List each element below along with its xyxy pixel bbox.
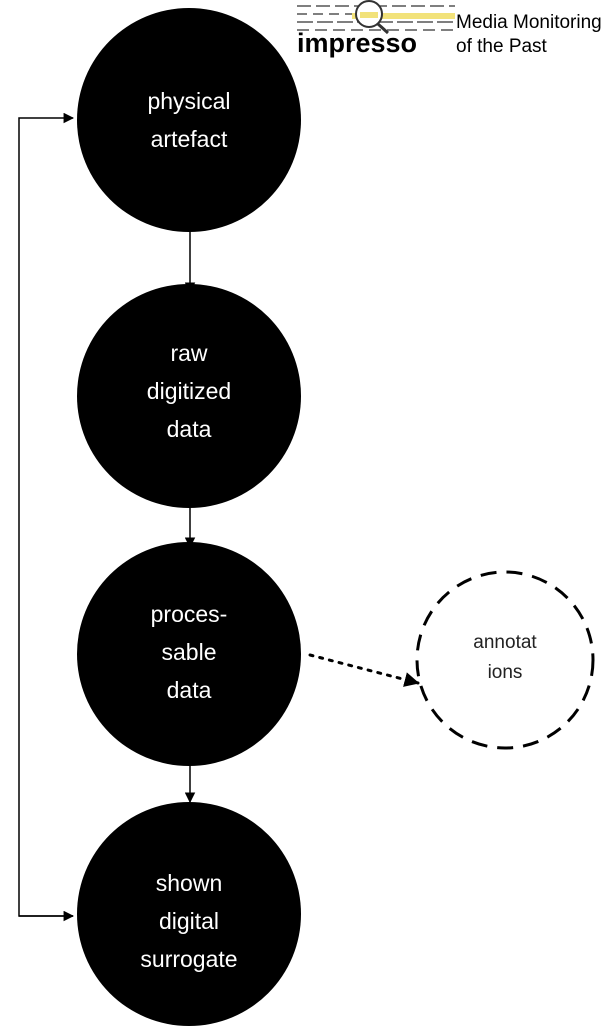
node-label-line: proces- — [151, 601, 228, 627]
node-label-line: surrogate — [140, 946, 237, 972]
node-shown-digital-surrogate: shown digital surrogate — [77, 802, 301, 1026]
node-annotations: annotat ions — [415, 570, 595, 750]
logo-tagline-line2: of the Past — [456, 36, 548, 57]
node-raw-digitized-data: raw digitized data — [77, 284, 301, 508]
node-label-line: data — [167, 677, 212, 703]
annotation-label-line: annotat — [473, 632, 537, 653]
node-label-line: digitized — [147, 378, 231, 404]
annotation-label-line: ions — [488, 662, 523, 683]
feedback-loop-arrow — [18, 112, 75, 917]
node-physical-artefact: physical artefact — [77, 8, 301, 232]
node-processable-data: proces- sable data — [77, 542, 301, 766]
node-label-line: shown — [156, 870, 222, 896]
node-label-line: data — [167, 416, 212, 442]
logo-tagline-line1: Media Monitoring — [456, 12, 602, 33]
impresso-logo: impresso Media Monitoring of the Past — [297, 0, 602, 58]
node-label-line: sable — [162, 639, 217, 665]
magnifier-logo-icon — [297, 0, 455, 35]
node-label-line: raw — [170, 340, 207, 366]
logo-highlight-bar — [352, 13, 455, 19]
dotted-arrow-to-annotations — [308, 653, 420, 687]
node-label-line: artefact — [151, 126, 228, 152]
node-label-line: digital — [159, 908, 219, 934]
logo-wordmark: impresso — [297, 28, 417, 58]
node-label-line: physical — [147, 88, 230, 114]
